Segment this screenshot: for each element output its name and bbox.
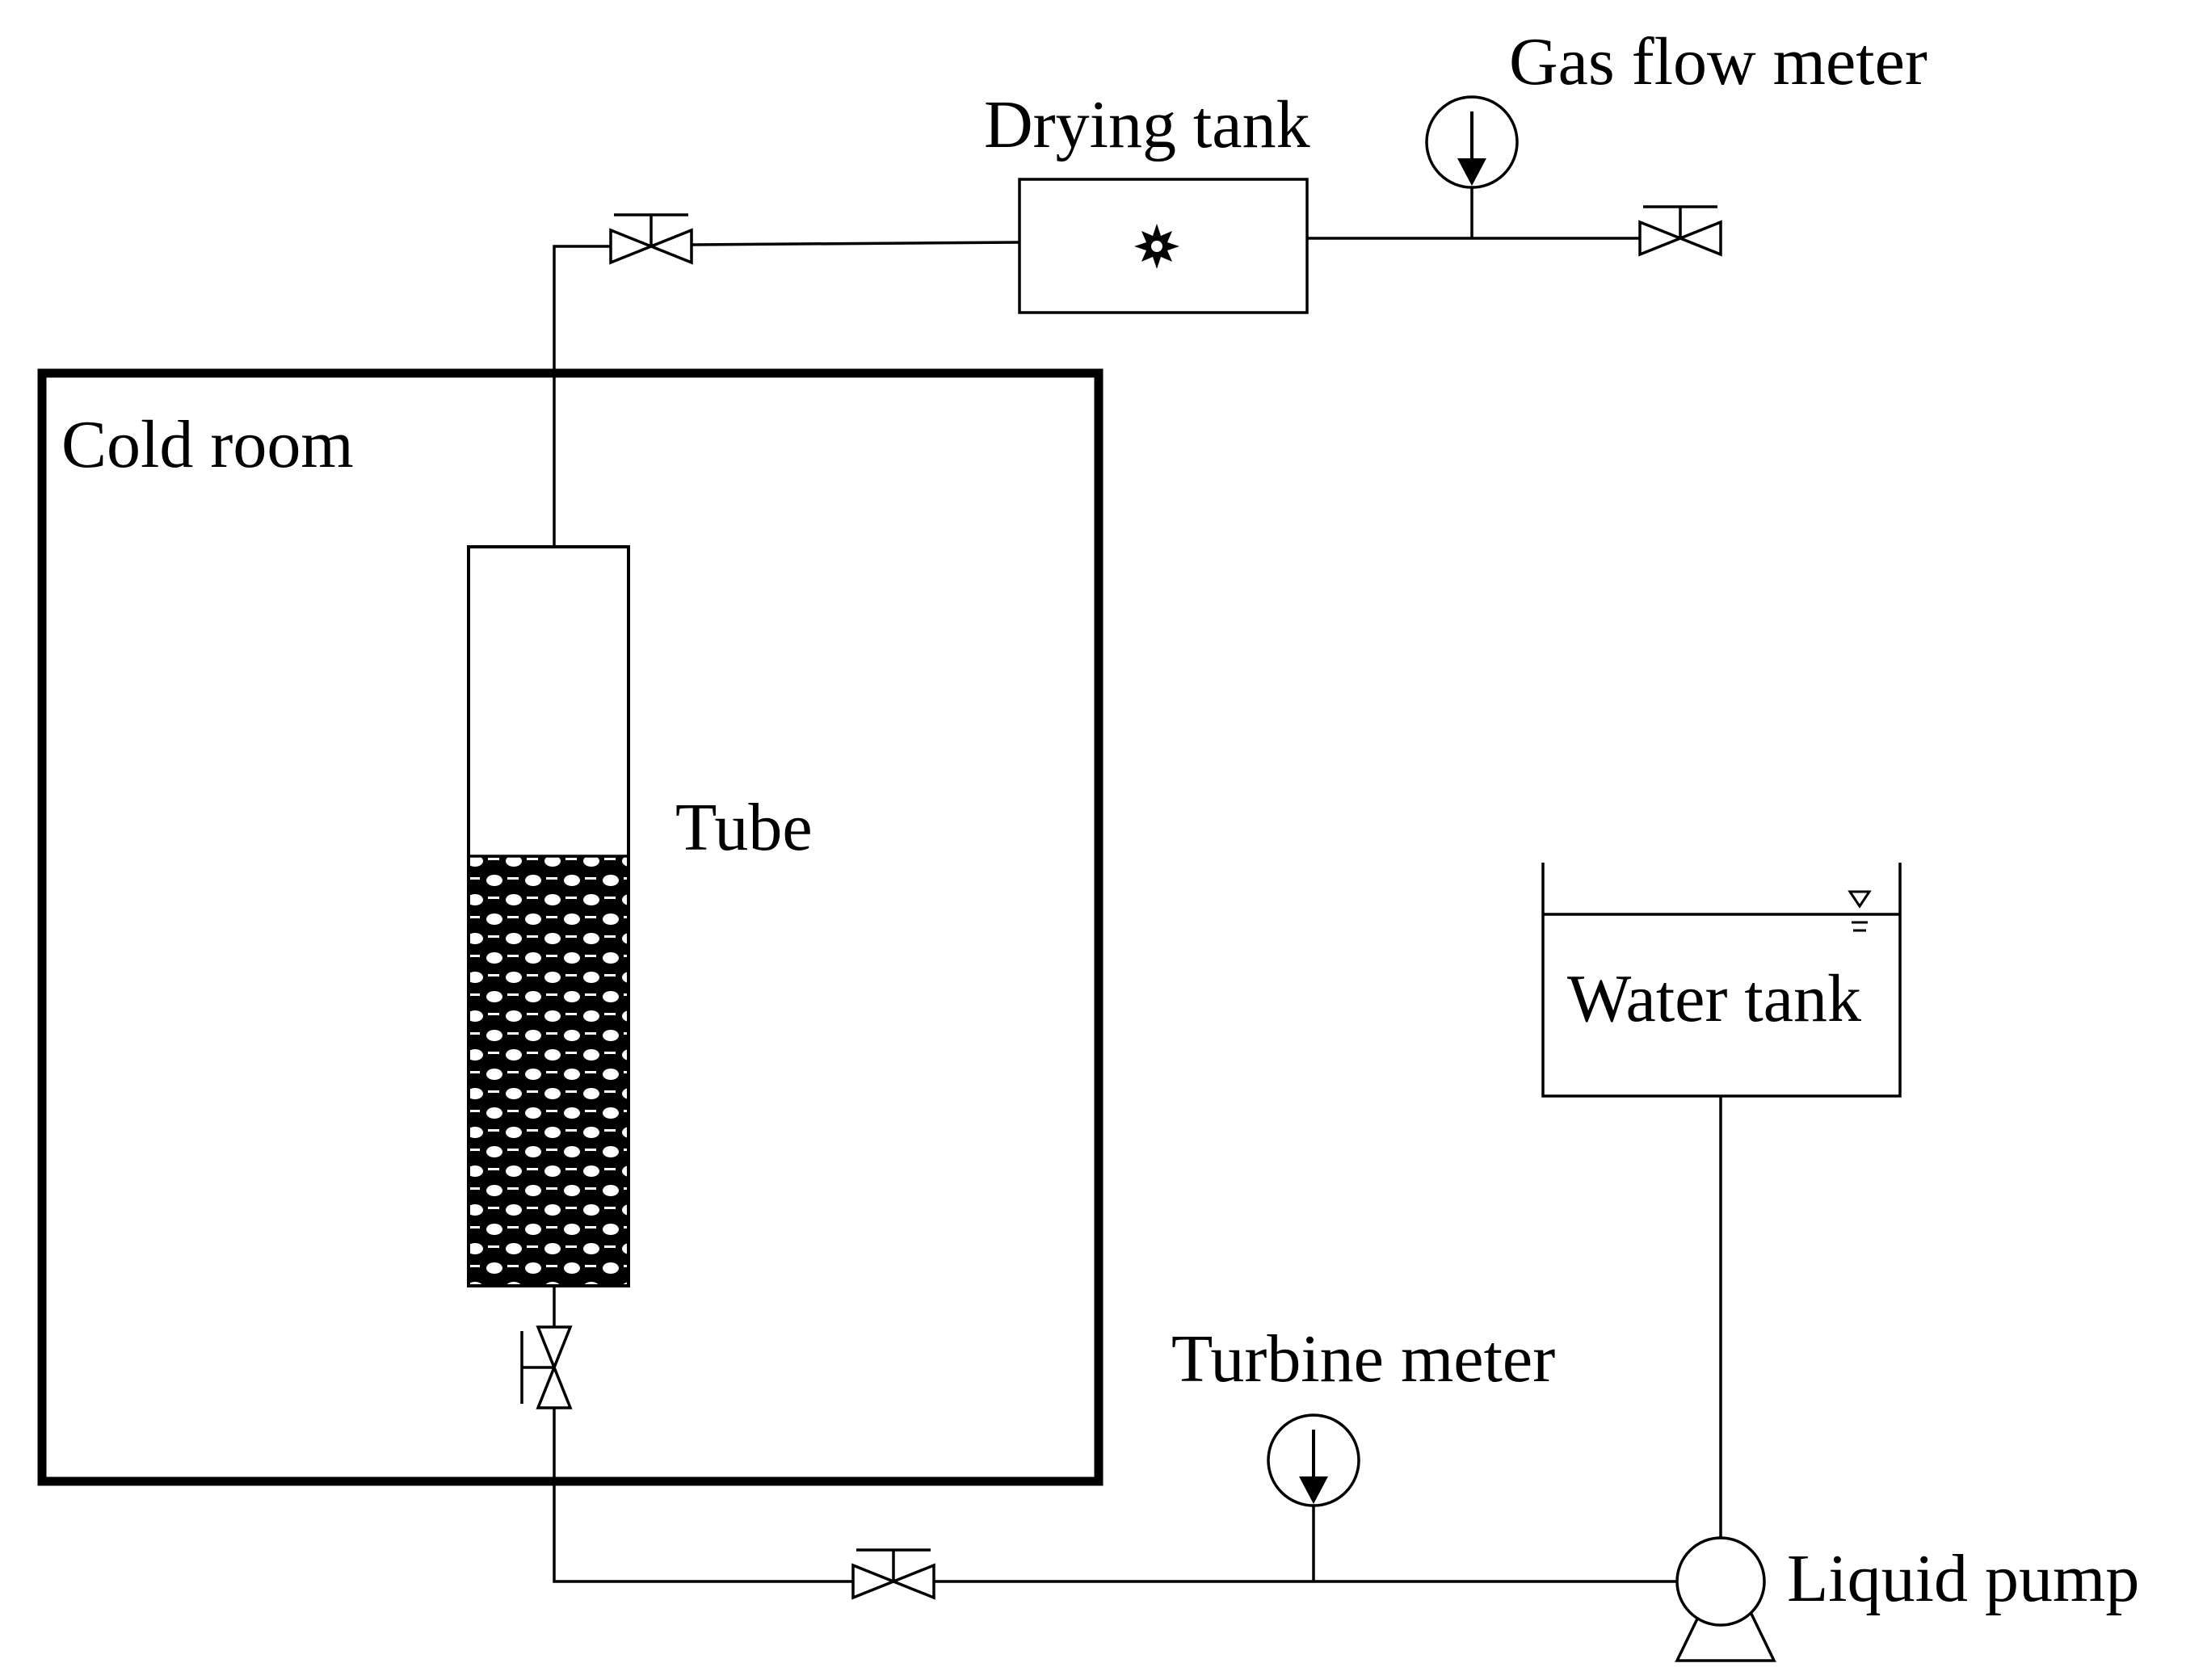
- water-supply-pipe: [553, 1408, 853, 1583]
- water-tank-label: Water tank: [1567, 961, 1861, 1036]
- gas-exhaust-valve-icon[interactable]: [1638, 205, 1722, 257]
- drying-tank-label: Drying tank: [984, 87, 1310, 162]
- water-line-valve-icon[interactable]: [851, 1548, 935, 1600]
- gas-flow-meter-icon: [1425, 95, 1519, 189]
- cold-room-label: Cold room: [61, 407, 354, 482]
- desiccant-star-icon: [1134, 224, 1179, 269]
- tube-bottom-valve-icon[interactable]: [520, 1325, 573, 1409]
- tube: [467, 545, 630, 1287]
- pipe-to-drying-tank: [691, 241, 1020, 246]
- water-level-icon: [1848, 890, 1872, 932]
- turbine-meter-label: Turbine meter: [1171, 1321, 1555, 1396]
- gas-outlet-pipe: [553, 245, 611, 547]
- tube-label: Tube: [675, 790, 813, 865]
- gas-line-valve-icon[interactable]: [609, 213, 693, 265]
- turbine-meter-icon: [1267, 1413, 1360, 1507]
- liquid-pump-label: Liquid pump: [1787, 1541, 2139, 1616]
- gas-flow-meter-label: Gas flow meter: [1509, 24, 1927, 99]
- cold-room-frame: [37, 368, 1104, 1486]
- liquid-pump-icon[interactable]: [1675, 1536, 1776, 1662]
